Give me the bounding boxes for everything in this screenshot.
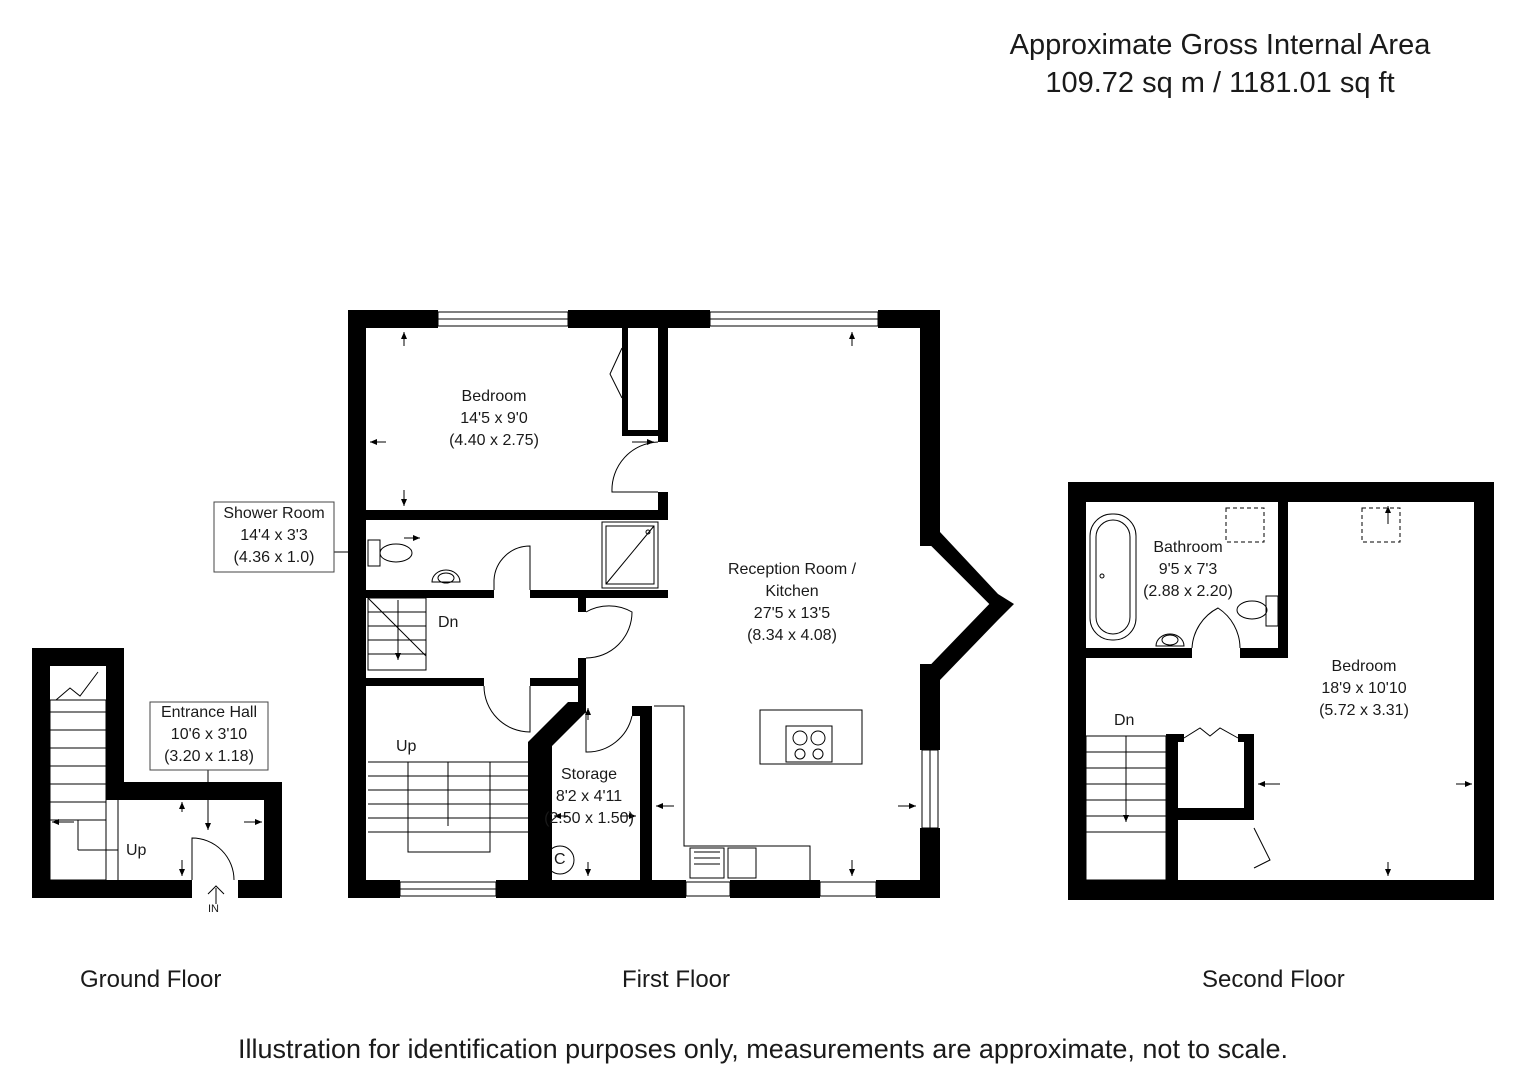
second-floor-label: Second Floor bbox=[1202, 966, 1345, 993]
room-size-imperial: 27'5 x 13'5 bbox=[753, 605, 831, 622]
stairs-up-label: Up bbox=[396, 738, 417, 755]
first-floor-walls bbox=[348, 310, 1014, 898]
shower-room-label-box bbox=[213, 501, 335, 573]
room-bathroom: Bathroom 9'5 x 7'3 (2.88 x 2.20) bbox=[1128, 537, 1248, 603]
entrance-hall-label-box bbox=[149, 701, 269, 771]
second-floor-details bbox=[1085, 506, 1472, 881]
stairs-down-label: Dn bbox=[1114, 712, 1135, 729]
room-name: Entrance Hall bbox=[160, 704, 258, 721]
room-name: Bedroom bbox=[1331, 658, 1397, 675]
room-name-line1: Reception Room / bbox=[727, 561, 857, 578]
room-name: Storage bbox=[560, 766, 618, 783]
room-size-metric: (8.34 x 4.08) bbox=[747, 627, 837, 644]
entrance-in-label: IN bbox=[208, 903, 219, 915]
room-size-imperial: 18'9 x 10'10 bbox=[1321, 680, 1407, 697]
room-size-metric: (2.88 x 2.20) bbox=[1143, 583, 1233, 600]
cylinder-label: C bbox=[554, 851, 566, 868]
ground-floor-plan bbox=[32, 648, 282, 898]
stairs-down-label: Dn bbox=[438, 614, 459, 631]
room-name-line2: Kitchen bbox=[765, 583, 819, 600]
room-size-metric: (3.20 x 1.18) bbox=[164, 748, 254, 765]
first-floor-details bbox=[207, 311, 997, 897]
first-floor-label: First Floor bbox=[622, 966, 730, 993]
area-title: Approximate Gross Internal Area bbox=[1009, 29, 1431, 61]
room-size-imperial: 14'5 x 9'0 bbox=[460, 410, 528, 427]
area-header: Approximate Gross Internal Area 109.72 s… bbox=[950, 26, 1490, 102]
stairs-up-label: Up bbox=[126, 842, 147, 859]
disclaimer: Illustration for identification purposes… bbox=[237, 1034, 1289, 1064]
room-reception-kitchen: Reception Room / Kitchen 27'5 x 13'5 (8.… bbox=[702, 559, 882, 647]
room-size-metric: (4.40 x 2.75) bbox=[449, 432, 539, 449]
room-entrance-hall: Entrance Hall 10'6 x 3'10 (3.20 x 1.18) bbox=[150, 702, 268, 768]
room-size-imperial: 10'6 x 3'10 bbox=[170, 726, 248, 743]
ground-floor-label: Ground Floor bbox=[80, 966, 222, 993]
room-size-imperial: 9'5 x 7'3 bbox=[1158, 561, 1218, 578]
room-name: Bathroom bbox=[1153, 539, 1223, 556]
room-size-imperial: 8'2 x 4'11 bbox=[555, 788, 623, 805]
room-size-metric: (2.50 x 1.50) bbox=[544, 810, 634, 827]
second-floor-walls bbox=[1068, 482, 1494, 900]
room-size-metric: (5.72 x 3.31) bbox=[1319, 702, 1409, 719]
room-storage: Storage 8'2 x 4'11 (2.50 x 1.50) bbox=[534, 764, 644, 830]
room-size-imperial: 14'4 x 3'3 bbox=[240, 527, 308, 544]
room-name: Bedroom bbox=[461, 388, 527, 405]
room-shower-room: Shower Room 14'4 x 3'3 (4.36 x 1.0) bbox=[214, 503, 334, 569]
room-bedroom-first: Bedroom 14'5 x 9'0 (4.40 x 2.75) bbox=[414, 386, 574, 452]
ground-floor-details bbox=[49, 671, 262, 904]
room-size-metric: (4.36 x 1.0) bbox=[233, 549, 315, 566]
room-bedroom-second: Bedroom 18'9 x 10'10 (5.72 x 3.31) bbox=[1294, 656, 1434, 722]
room-name: Shower Room bbox=[223, 505, 325, 522]
area-value: 109.72 sq m / 1181.01 sq ft bbox=[1045, 67, 1395, 99]
